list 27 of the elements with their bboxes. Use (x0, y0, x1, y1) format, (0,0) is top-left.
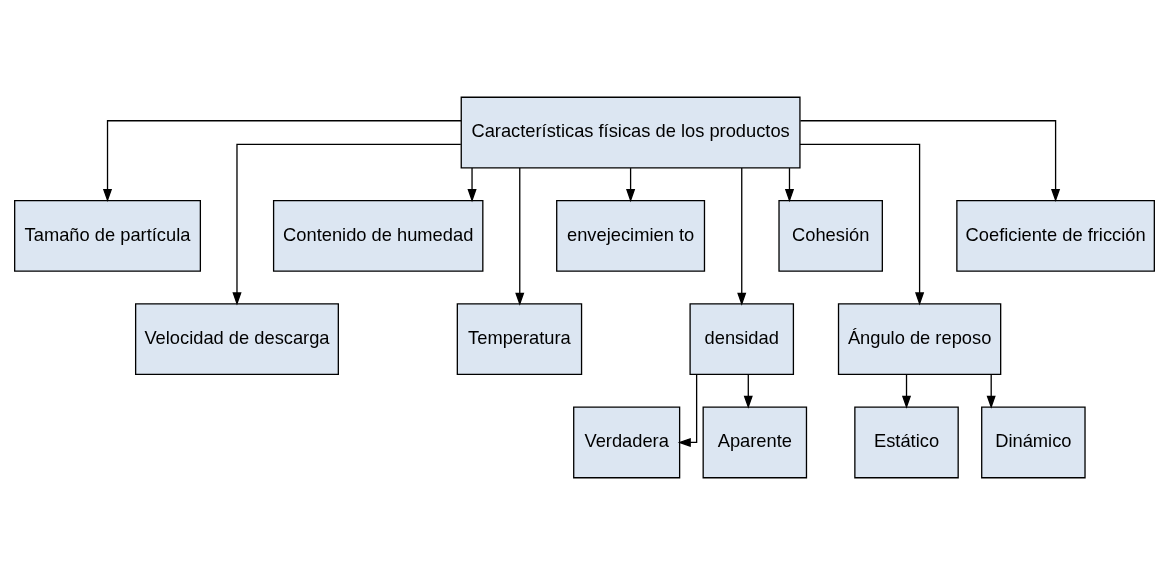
arrow (626, 167, 636, 203)
node-box: Velocidad de descarga (134, 303, 339, 376)
node-box: Contenido de humedad (272, 199, 484, 272)
node-box: Estático (854, 406, 959, 479)
node-box: Aparente (702, 406, 808, 479)
node-box: envejecimien to (556, 199, 706, 272)
node-box: Cohesión (778, 199, 883, 272)
arrow (743, 374, 753, 409)
arrow (799, 143, 925, 306)
node-box: Tamaño de partícula (14, 199, 202, 272)
node-box: Verdadera (573, 406, 681, 479)
node-box: Temperatura (456, 303, 583, 376)
arrow (737, 167, 747, 306)
arrow (986, 374, 996, 409)
arrow (901, 374, 912, 409)
node-box: Coeficiente de fricción (956, 199, 1155, 272)
node-box: Ángulo de reposo (837, 303, 1002, 376)
arrow (232, 143, 462, 306)
arrow (677, 374, 698, 448)
arrow (799, 120, 1061, 203)
arrow (515, 167, 525, 306)
arrow (784, 167, 795, 203)
node-box: densidad (689, 303, 795, 376)
arrow (102, 120, 462, 203)
arrow (467, 167, 477, 203)
node-box: Características físicas de los productos (460, 96, 801, 169)
node-box: Dinámico (981, 406, 1086, 479)
